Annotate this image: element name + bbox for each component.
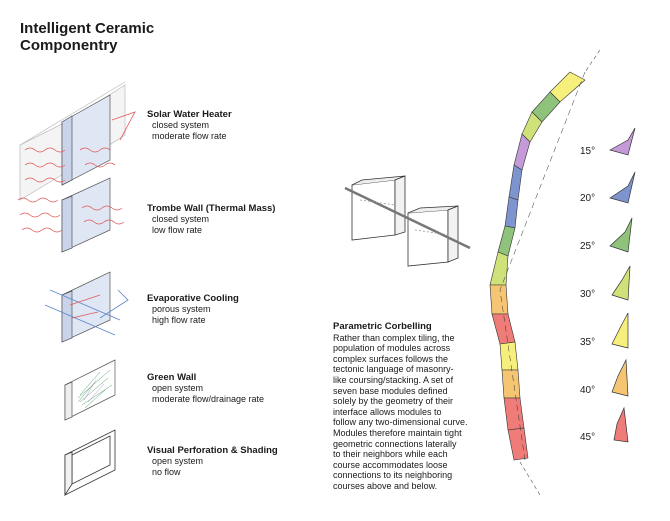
corbelling-line: to their neighbors while each [333, 449, 448, 460]
corbelling-line: interface allows modules to [333, 406, 442, 417]
system-desc: closed system [152, 214, 210, 224]
solar-water-heater-icon [19, 81, 136, 201]
corbelling-line: Rather than complex tiling, the [333, 332, 455, 343]
system-name: Visual Perforation & Shading [147, 445, 278, 456]
swatch-20 [609, 171, 636, 204]
title-line-1: Intelligent Ceramic [20, 20, 155, 37]
system-name: Evaporative Cooling [147, 293, 239, 304]
system-desc: low flow rate [152, 225, 203, 235]
corbelling-line: seven base modules defined [333, 385, 448, 396]
corbelling-line: geometric connections laterally [333, 438, 457, 449]
swatch-30 [611, 265, 631, 301]
system-desc: closed system [152, 120, 210, 130]
system-name: Trombe Wall (Thermal Mass) [147, 203, 276, 214]
corbelling-line: population of modules across [333, 343, 451, 354]
swatch-35 [611, 312, 629, 349]
swatch-40 [611, 358, 629, 397]
system-visual-perforation: Visual Perforation & Shading open system… [147, 445, 297, 478]
tile-curve-icon [489, 49, 601, 496]
visual-perforation-icon [64, 429, 116, 497]
angle-label-20: 20° [580, 193, 596, 204]
corbelling-line: course accommodates loose [333, 459, 448, 470]
corbelling-line: solely by the geometry of their [333, 396, 454, 407]
system-evaporative-cooling: Evaporative Cooling porous system high f… [147, 293, 297, 326]
system-desc: high flow rate [152, 315, 206, 325]
angle-label-15: 15° [580, 146, 596, 157]
system-green-wall: Green Wall open system moderate flow/dra… [147, 372, 297, 405]
angle-label-30: 30° [580, 289, 596, 300]
system-desc: porous system [152, 304, 211, 314]
corbelling-text: Parametric Corbelling Rather than comple… [333, 321, 503, 492]
corbelling-line: connections to its neighboring [333, 470, 453, 481]
angle-label-40: 40° [580, 385, 596, 396]
swatch-15 [609, 127, 636, 156]
swatch-45 [613, 406, 629, 443]
corbelling-modules-icon [344, 175, 471, 267]
system-desc: open system [152, 383, 204, 393]
trombe-wall-icon [17, 177, 125, 253]
page-title: Intelligent Ceramic Componentry [20, 20, 220, 54]
angle-swatches [609, 127, 636, 443]
system-name: Green Wall [147, 372, 197, 383]
angle-label-25: 25° [580, 241, 596, 252]
swatch-25 [609, 217, 633, 253]
angle-label-45: 45° [580, 432, 596, 443]
system-desc: open system [152, 456, 204, 466]
system-name: Solar Water Heater [147, 109, 232, 120]
green-wall-icon [64, 359, 116, 421]
corbelling-line: follow any two-dimensional curve. [333, 417, 468, 428]
system-desc: no flow [152, 467, 181, 477]
corbelling-line: complex surfaces follows the [333, 353, 449, 364]
title-line-2: Componentry [20, 37, 118, 54]
corbelling-line: tectonic language of masonry- [333, 364, 454, 375]
corbelling-line: Modules therefore maintain tight [333, 427, 462, 438]
system-desc: moderate flow/drainage rate [152, 394, 265, 404]
corbelling-heading: Parametric Corbelling [333, 321, 432, 332]
system-trombe-wall: Trombe Wall (Thermal Mass) closed system… [147, 203, 297, 236]
system-solar-water-heater: Solar Water Heater closed system moderat… [147, 109, 297, 142]
corbelling-line: courses above and below. [333, 480, 438, 491]
evaporative-cooling-icon [44, 271, 129, 343]
corbelling-line: like coursing/stacking. A set of [333, 374, 454, 385]
system-desc: moderate flow rate [152, 131, 227, 141]
angle-label-35: 35° [580, 337, 596, 348]
